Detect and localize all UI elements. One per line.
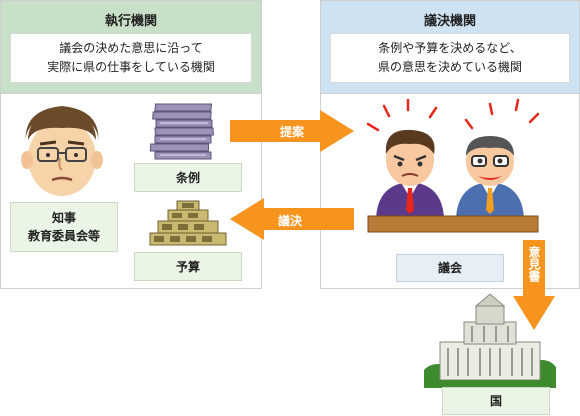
governor-label-line2: 教育委員会等 xyxy=(27,229,100,243)
executive-header: 執行機関 議会の決めた意思に沿って 実際に県の仕事をしている機関 xyxy=(1,1,261,94)
propose-label: 提案 xyxy=(279,125,304,139)
opinion-label-text: 意見書 xyxy=(527,246,541,282)
nation-label: 国 xyxy=(442,387,550,415)
executive-desc-line1: 議会の決めた意思に沿って xyxy=(59,41,203,55)
executive-description: 議会の決めた意思に沿って 実際に県の仕事をしている機関 xyxy=(10,33,252,83)
governor-label: 知事 教育委員会等 xyxy=(10,202,118,252)
assembly-desc-line2: 県の意思を決めている機関 xyxy=(377,60,522,74)
executive-panel: 執行機関 議会の決めた意思に沿って 実際に県の仕事をしている機関 xyxy=(0,0,262,289)
resolve-arrow xyxy=(230,198,354,240)
assembly-title: 議決機関 xyxy=(423,14,476,29)
assembly-desc-line1: 条例や予算を決めるなど、 xyxy=(378,41,522,55)
governor-label-line1: 知事 xyxy=(51,211,76,225)
assembly-description: 条例や予算を決めるなど、 県の意思を決めている機関 xyxy=(330,33,570,83)
opinion-arrow xyxy=(513,240,555,330)
executive-desc-line2: 実際に県の仕事をしている機関 xyxy=(47,60,215,74)
national-diet-building-icon xyxy=(424,293,556,388)
assembly-members-illustration xyxy=(366,98,540,233)
assembly-label: 議会 xyxy=(396,254,504,282)
resolve-label: 議決 xyxy=(277,214,302,228)
propose-arrow xyxy=(230,110,354,152)
opinion-label: 意見書 xyxy=(527,246,541,282)
assembly-panel: 議決機関 条例や予算を決めるなど、 県の意思を決めている機関 xyxy=(320,0,580,289)
ordinance-books-icon xyxy=(149,103,214,160)
budget-label: 予算 xyxy=(134,252,242,281)
assembly-header: 議決機関 条例や予算を決めるなど、 県の意思を決めている機関 xyxy=(321,1,579,94)
budget-money-icon xyxy=(149,200,227,246)
governor-illustration xyxy=(21,106,103,196)
executive-title: 執行機関 xyxy=(104,14,157,29)
ordinance-label: 条例 xyxy=(134,163,242,192)
